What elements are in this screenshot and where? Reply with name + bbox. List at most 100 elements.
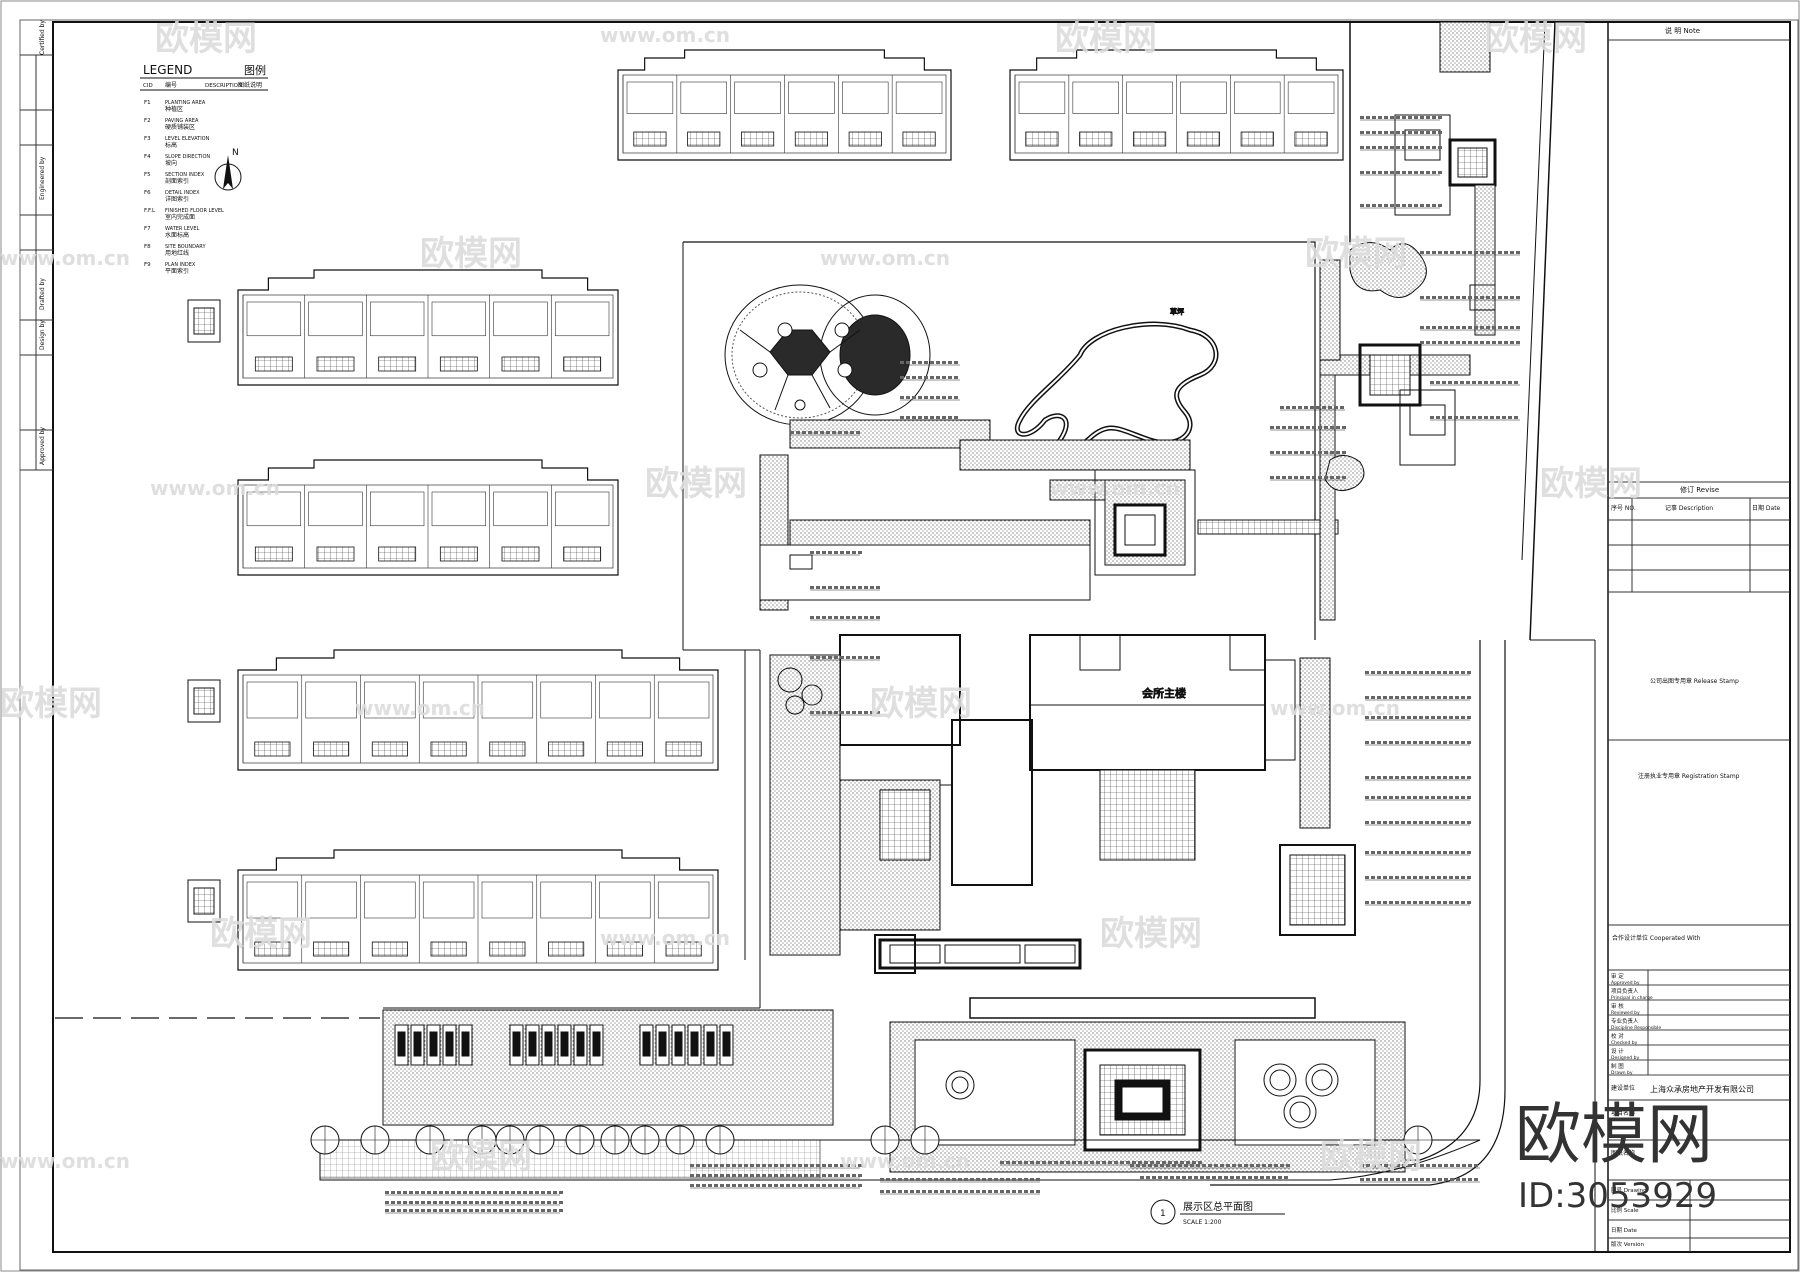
building-footprint <box>617 49 952 161</box>
legend-item-code: F7 <box>144 226 151 232</box>
annotation-leader <box>1420 341 1520 346</box>
sig-discipline-cn: 专业负责人 <box>1611 1017 1639 1025</box>
building-footprint <box>237 269 619 386</box>
parking-bay <box>394 1024 409 1066</box>
rev-no: 序号 NO. <box>1611 504 1636 512</box>
watermark-url-1: www.om.cn <box>600 23 730 47</box>
cooperated-with: 合作设计单位 Cooperated With <box>1612 934 1701 942</box>
brand-id: ID:3053929 <box>1518 1176 1717 1216</box>
annotation-leader <box>690 1164 862 1169</box>
annotation-leader <box>880 1178 1040 1183</box>
annotation-leader <box>1130 1164 1290 1169</box>
annotation-leader <box>900 416 960 421</box>
sig-designed-en: Designed by <box>1611 1055 1639 1061</box>
annotation-leader <box>1365 851 1471 856</box>
annotation-leader <box>385 1201 563 1206</box>
legend-item-cn: 坡向 <box>165 159 177 167</box>
watermark-url-10: www.om.cn <box>840 1149 970 1173</box>
version-label: 版次 Version <box>1611 1240 1644 1248</box>
annotation-leader <box>1365 776 1471 781</box>
legend-col-desc: DESCRIPTION <box>205 83 242 89</box>
plan-title: 1 展示区总平面图 SCALE 1:200 <box>1150 1199 1285 1226</box>
north-arrow: N <box>214 148 242 191</box>
parking-bay <box>639 1024 654 1066</box>
brand-logo-text: 欧模网 <box>1515 1096 1713 1173</box>
annotation-leader <box>900 396 960 401</box>
parking-bay <box>671 1024 686 1066</box>
annotation-leader <box>1365 716 1471 721</box>
annotation-leader <box>1365 901 1471 906</box>
annotation-leader <box>1430 381 1520 386</box>
annotation-leader <box>1365 876 1471 881</box>
outer-border <box>19 19 1799 1271</box>
legend-item-en: SLOPE DIRECTION <box>165 154 210 160</box>
legend-item-code: F9 <box>144 262 151 268</box>
annotation-leader <box>1420 251 1520 256</box>
legend-item-code: F8 <box>144 244 151 250</box>
parking-bay <box>655 1024 670 1066</box>
legend-item-en: PLANTING AREA <box>165 100 206 106</box>
tree-symbol <box>415 1125 445 1155</box>
legend-item-en: FINISHED FLOOR LEVEL <box>165 208 224 214</box>
sig-reviewed-cn: 审 核 <box>1611 1002 1624 1010</box>
annotation-leader <box>900 361 960 366</box>
legend-item-cn: 平面索引 <box>165 267 189 275</box>
annotation-leader <box>1365 696 1471 701</box>
legend-title-cn: 图例 <box>244 63 266 77</box>
watermark-text-2: 欧模网 <box>1055 19 1157 59</box>
annotation-leader <box>1365 741 1471 746</box>
parking-bay <box>426 1024 441 1066</box>
annotation-leader <box>1140 1176 1290 1181</box>
annotation-leader <box>810 711 880 716</box>
watermark-text-1: 欧模网 <box>155 19 257 59</box>
parking-bay <box>458 1024 473 1066</box>
legend-item-cn: 用地红线 <box>165 249 189 257</box>
legend-item-code: F6 <box>144 190 151 196</box>
sig-checked-en: Checked by <box>1611 1040 1638 1046</box>
stair-box <box>187 879 221 923</box>
legend-item-en: PAVING AREA <box>165 118 199 124</box>
lawn-label: 草坪 <box>1170 307 1184 316</box>
annotation-leader <box>690 1184 862 1189</box>
sig-designed-cn: 设 计 <box>1611 1047 1624 1055</box>
watermark-url-8: www.om.cn <box>600 926 730 950</box>
building-footprint <box>237 459 619 576</box>
annotation-leader <box>1430 416 1520 421</box>
annotation-leader <box>1360 1164 1480 1169</box>
drawing-no-label: 图号 Drawing <box>1611 1186 1647 1194</box>
rev-desc: 记事 Description <box>1665 504 1713 512</box>
strip-engineered: Engineered by <box>39 156 46 200</box>
annotation-leader <box>880 1190 1040 1195</box>
annotation-leader <box>690 1174 862 1179</box>
annotation-leader <box>1420 296 1520 301</box>
legend-col-code-cn: 编号 <box>165 81 177 89</box>
watermark-url-9: www.om.cn <box>0 1149 130 1173</box>
watermark-text-9: 欧模网 <box>870 684 972 724</box>
tree-symbol <box>910 1125 940 1155</box>
legend-col-code: CID <box>143 83 153 89</box>
parking-bay <box>703 1024 718 1066</box>
client-name: 上海众承房地产开发有限公司 <box>1650 1084 1754 1094</box>
legend-item-code: F2 <box>144 118 151 124</box>
sig-checked-cn: 校 对 <box>1611 1032 1624 1040</box>
drawing-frame <box>52 21 1791 1253</box>
tree-symbol <box>565 1125 595 1155</box>
annotation-leader <box>1360 131 1442 136</box>
parking-bay <box>410 1024 425 1066</box>
residential-buildings <box>187 49 1344 971</box>
tree-symbol <box>1403 1125 1433 1155</box>
watermark-url-3: www.om.cn <box>820 246 950 270</box>
legend-item-en: PLAN INDEX <box>165 262 196 268</box>
legend-item-en: DETAIL INDEX <box>165 190 200 196</box>
clubhouse-building: 会所主楼 <box>1029 634 1296 771</box>
legend-item-cn: 标高 <box>165 141 177 149</box>
note-header: 说 明 Note <box>1665 26 1700 35</box>
stair-box <box>187 679 221 723</box>
watermark-url-2: www.om.cn <box>0 246 130 270</box>
parking-bay <box>557 1024 572 1066</box>
watermark-text-4: 欧模网 <box>420 234 522 274</box>
street-trees <box>310 1125 1433 1155</box>
brand-badge: 欧模网 ID:3053929 <box>1515 1096 1717 1216</box>
